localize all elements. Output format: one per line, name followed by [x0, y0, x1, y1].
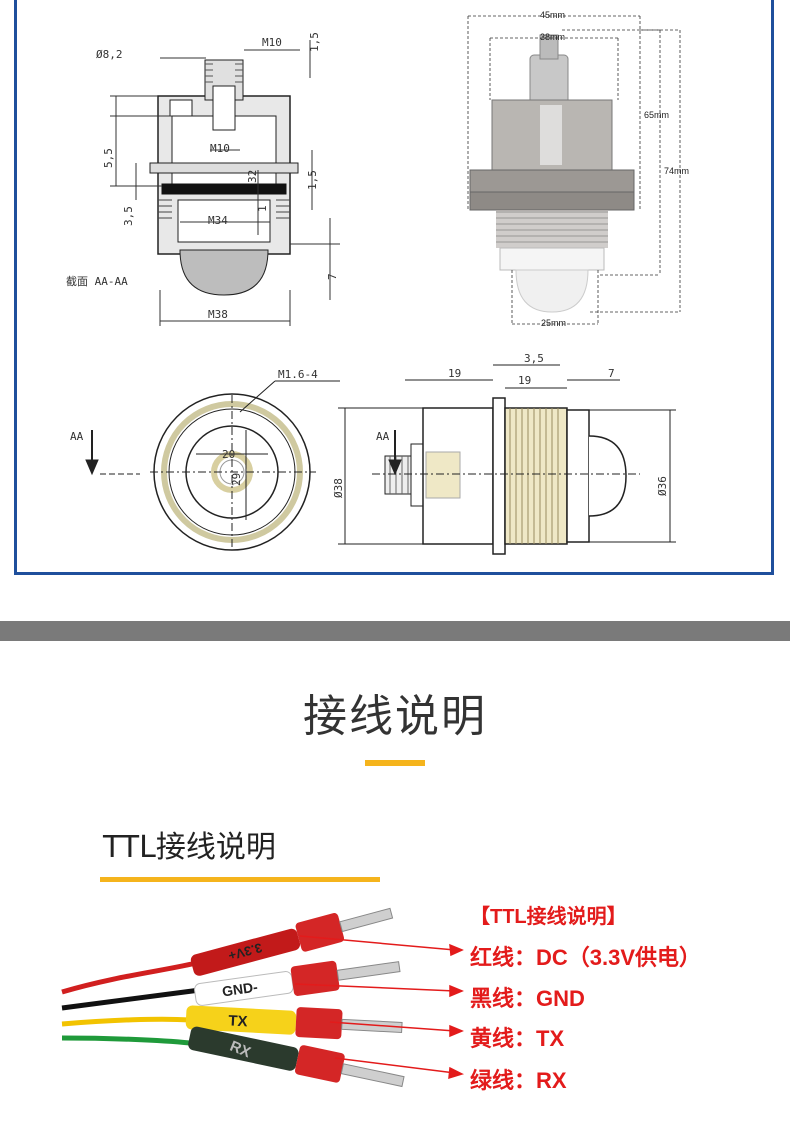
green-sleeve-label: RX	[227, 1038, 253, 1062]
drawing-frame	[14, 0, 774, 575]
photo-dimension-lines	[467, 15, 681, 325]
legend-green-wire: 绿线：RX	[470, 1068, 567, 1093]
dim-7-side: 7	[608, 367, 615, 380]
dim-25mm: 25mm	[541, 318, 566, 328]
title-underline	[365, 760, 425, 766]
green-wire	[61, 1035, 191, 1046]
dim-1: 1	[256, 205, 269, 212]
technical-drawing: Ø8,2 M10 1,5 5,5 M10 32 1,5 3,5 M34 1 7 …	[66, 10, 689, 555]
dim-dia-8-2: Ø8,2	[96, 48, 123, 61]
legend-title: 【TTL接线说明】	[470, 906, 627, 928]
section-separator	[0, 621, 790, 641]
section-dimension-labels: Ø8,2 M10 1,5 5,5 M10 32 1,5 3,5 M34 1 7 …	[66, 32, 339, 321]
dim-m38: M38	[208, 308, 228, 321]
legend-red-wire: 红线：DC（3.3V供电）	[470, 945, 702, 970]
front-view-labels: M1.6-4 AA 20 29	[70, 368, 318, 486]
photo-dimension-labels: 45mm 38mm 65mm 74mm 25mm	[540, 10, 689, 328]
legend-yellow-wire: 黄线：TX	[470, 1026, 565, 1051]
section-drawing	[110, 40, 340, 326]
front-view	[85, 380, 340, 551]
dim-3-5: 3,5	[122, 206, 135, 226]
aa-label-right: AA	[376, 430, 390, 443]
dim-38mm: 38mm	[540, 32, 565, 42]
side-view	[338, 364, 676, 555]
dim-29: 29	[230, 473, 243, 486]
dim-19-a: 19	[448, 367, 461, 380]
ttl-subtitle: TTL接线说明	[103, 830, 276, 865]
side-view-labels: 19 3,5 19 7 Ø38 Ø36 AA	[332, 352, 669, 498]
dim-5-5: 5,5	[102, 148, 115, 168]
black-wire	[61, 987, 201, 1011]
dim-1-5-side: 1,5	[306, 170, 319, 190]
dim-m34: M34	[208, 214, 228, 227]
dim-m10-inner: M10	[210, 142, 230, 155]
wire-illustration: 3.3V+ GND- TX RX	[61, 907, 465, 1088]
dim-32: 32	[246, 170, 259, 183]
dim-20: 20	[222, 448, 235, 461]
legend-black-wire: 黑线：GND	[470, 986, 585, 1011]
yellow-sleeve-label: TX	[228, 1012, 248, 1030]
dim-45mm: 45mm	[540, 10, 565, 20]
subtitle-underline	[100, 877, 380, 882]
section-title: 接线说明	[303, 691, 487, 742]
aa-label-left: AA	[70, 430, 84, 443]
dim-74mm: 74mm	[664, 166, 689, 176]
yellow-sleeve: TX	[185, 1005, 403, 1040]
dim-1-5-top: 1,5	[308, 32, 321, 52]
dia-36: Ø36	[656, 476, 669, 496]
dia-38: Ø38	[332, 478, 345, 498]
product-photo	[469, 34, 635, 313]
dim-m1-6-4: M1.6-4	[278, 368, 318, 381]
red-sleeve: 3.3V+	[190, 907, 394, 976]
yellow-wire	[61, 1016, 191, 1027]
legend-arrows	[294, 935, 465, 1080]
section-label: 截面 AA-AA	[66, 274, 128, 288]
dim-65mm: 65mm	[644, 110, 669, 120]
red-wire	[61, 959, 201, 995]
green-sleeve: RX	[188, 1026, 405, 1088]
white-sleeve-label: GND-	[221, 979, 259, 1000]
dim-3-5-side: 3,5	[524, 352, 544, 365]
white-sleeve: GND-	[194, 960, 401, 1006]
dim-m10-top: M10	[262, 36, 282, 49]
dim-7: 7	[326, 273, 339, 280]
dim-19-b: 19	[518, 374, 531, 387]
